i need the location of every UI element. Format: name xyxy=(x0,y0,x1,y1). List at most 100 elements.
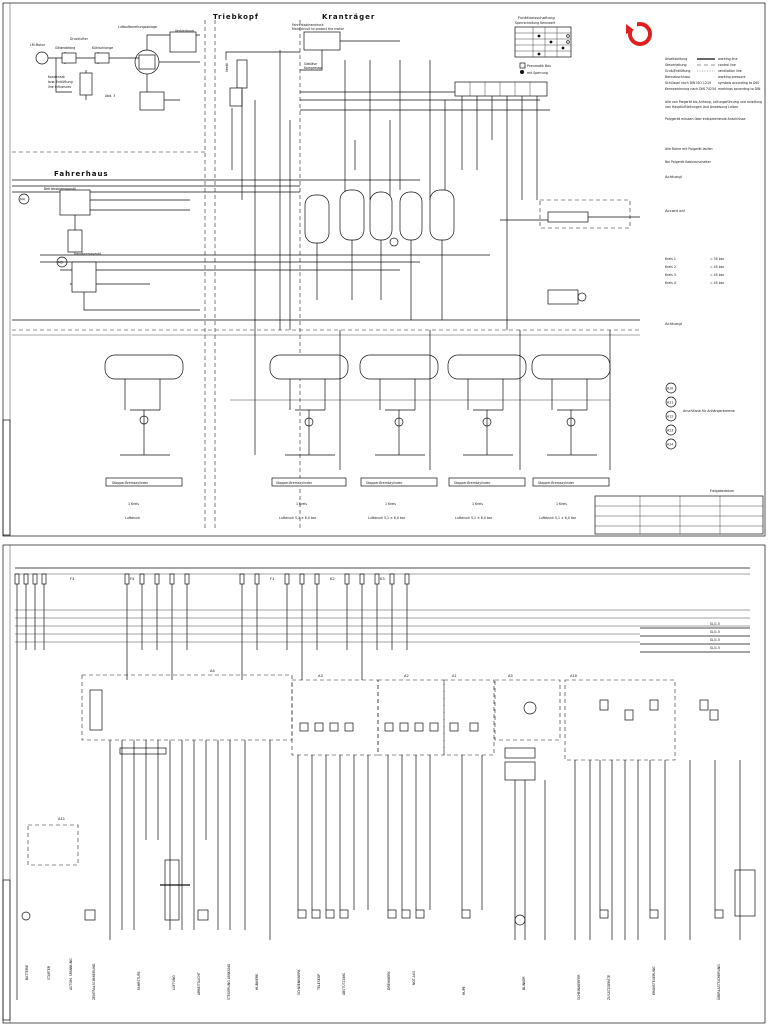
module-a2 xyxy=(377,679,445,756)
svg-text:Alle von Polgerät bis Anhang,: Alle von Polgerät bis Anhang, Leitungsfü… xyxy=(665,100,762,104)
svg-text:Stopper-Bremszylinder: Stopper-Bremszylinder xyxy=(366,481,403,485)
electrical-schematic-drawing: F3 F1 K2 F4 K3 SL/1.5 SL/1.5 SL/1.5 SL/1… xyxy=(2,544,766,1024)
svg-text:Stopper-Bremszylinder: Stopper-Bremszylinder xyxy=(538,481,575,485)
svg-text:LÜFTUNG: LÜFTUNG xyxy=(171,975,176,990)
svg-text:Kühlschlange: Kühlschlange xyxy=(92,46,113,50)
pneumatic-schematic-drawing: Triebkopf Kranträger Fahrerhaus LM-Motor… xyxy=(2,2,766,537)
svg-text:HUBWERK: HUBWERK xyxy=(255,973,259,990)
svg-text:= 35 bar: = 35 bar xyxy=(710,257,725,261)
svg-text:A11: A11 xyxy=(58,817,65,821)
fuse-label-f3: F3 xyxy=(70,577,74,581)
electrical-schematic-sheet: F3 F1 K2 F4 K3 SL/1.5 SL/1.5 SL/1.5 SL/1… xyxy=(0,540,768,1024)
pneumatic-schematic-sheet: Triebkopf Kranträger Fahrerhaus LM-Motor… xyxy=(2,2,766,537)
svg-text:A11: A11 xyxy=(667,401,673,405)
svg-text:Kreis 4: Kreis 4 xyxy=(665,281,676,285)
module-a4 xyxy=(81,674,293,741)
svg-text:SL/1.5: SL/1.5 xyxy=(710,638,720,642)
air-tank-5 xyxy=(429,189,455,241)
valve-bank-top-right xyxy=(454,81,548,330)
title-block: Freigabedatum xyxy=(594,489,764,535)
svg-text:1 Kreis: 1 Kreis xyxy=(128,502,139,506)
svg-text:1 Kreis: 1 Kreis xyxy=(385,502,396,506)
svg-text:working line: working line xyxy=(718,57,737,61)
svg-text:Arbeitsleitung: Arbeitsleitung xyxy=(665,57,687,61)
fuse-label-k2: K2 xyxy=(330,577,335,581)
svg-text:ventilation line: ventilation line xyxy=(718,69,742,73)
rotate-arrow-icon xyxy=(626,22,652,46)
gauge-m1 xyxy=(389,237,399,247)
svg-text:A4: A4 xyxy=(210,669,215,673)
marker-a11 xyxy=(665,396,677,408)
svg-text:Accord on!: Accord on! xyxy=(665,208,685,213)
svg-text:STARTER: STARTER xyxy=(47,965,51,980)
svg-text:A1: A1 xyxy=(452,674,457,678)
svg-text:Alle Rohre mit Polgerät laufen: Alle Rohre mit Polgerät laufen xyxy=(665,147,713,151)
svg-text:Luftdruck: Luftdruck xyxy=(125,516,140,520)
svg-text:M3: M3 xyxy=(58,261,63,265)
marker-a14 xyxy=(665,438,677,450)
svg-text:Ventil: Ventil xyxy=(225,63,229,72)
svg-text:Luftdruck 5,1 × 6,0 bar: Luftdruck 5,1 × 6,0 bar xyxy=(368,516,406,520)
svg-text:HUPE: HUPE xyxy=(462,986,466,995)
svg-text:Achtung!: Achtung! xyxy=(665,321,682,326)
right-wire-labels: SL/1.5 SL/1.5 SL/1.5 SL/1.5 xyxy=(710,622,720,650)
air-tank-2 xyxy=(339,189,365,241)
svg-text:ÜBERLASTSICHERUNG: ÜBERLASTSICHERUNG xyxy=(716,964,721,1000)
svg-text:ABSTÜTZUNG: ABSTÜTZUNG xyxy=(341,973,346,995)
svg-text:SCHEINWERFER: SCHEINWERFER xyxy=(577,974,581,1000)
svg-text:Abd. 3: Abd. 3 xyxy=(105,94,115,98)
svg-text:ZENTRALSCHMIERUNG: ZENTRALSCHMIERUNG xyxy=(92,963,96,1000)
brake-assembly-1: Stopper-Bremszylinder 1 Kreis Luftdruck xyxy=(104,354,184,520)
trailer-control-valve xyxy=(547,211,589,223)
legend-row: Nennabschlussl. working pressure xyxy=(665,75,745,79)
gauge-m2 xyxy=(577,292,587,302)
notes-block: Alle von Polgerät bis Anhang, Leitungsfü… xyxy=(665,100,762,413)
svg-text:Pneumatik Bau: Pneumatik Bau xyxy=(527,64,551,68)
gauge-m3 xyxy=(56,256,68,268)
fuse-label-f1: F1 xyxy=(270,577,274,581)
air-tank-1 xyxy=(304,194,330,244)
svg-text:mit Sperrung: mit Sperrung xyxy=(527,71,548,75)
section-title-krantraeger: Kranträger xyxy=(322,13,375,21)
air-tank-3 xyxy=(369,191,393,241)
fuse-row: F3 F1 K2 F4 K3 xyxy=(14,567,750,585)
bottom-components xyxy=(21,859,756,926)
svg-text:ZUSATZGERÄTE: ZUSATZGERÄTE xyxy=(606,975,611,1000)
kr-main-valve xyxy=(303,31,341,51)
function-table-title: Funktionsschaltung xyxy=(518,15,555,20)
svg-text:A14: A14 xyxy=(667,443,673,447)
svg-text:Polygerät müssen über entsprec: Polygerät müssen über entsprechende Ansc… xyxy=(665,117,746,121)
svg-text:Betriebsbremsventil: Betriebsbremsventil xyxy=(44,187,76,191)
svg-text:LM-Motor: LM-Motor xyxy=(30,43,46,47)
svg-text:DREHWERK: DREHWERK xyxy=(387,971,391,990)
svg-text:= 45 bar: = 45 bar xyxy=(710,265,725,269)
kr-circuit-note-de: Fahrerkabinendruck xyxy=(292,23,324,27)
svg-text:Luftaufbereitungsanlage: Luftaufbereitungsanlage xyxy=(118,25,157,29)
svg-text:M4: M4 xyxy=(20,198,25,202)
trailer-control-zone xyxy=(539,199,631,229)
svg-text:control line: control line xyxy=(718,63,736,67)
module-a11 xyxy=(27,824,79,866)
svg-text:A12: A12 xyxy=(667,415,673,419)
left-stamp xyxy=(2,419,11,536)
svg-text:AUTOM. SPANNUNG: AUTOM. SPANNUNG xyxy=(69,958,73,990)
air-tanks-group xyxy=(304,189,455,320)
triebkopf-valve-top xyxy=(236,59,248,89)
svg-text:Bei Polgerät Kabinenschalter: Bei Polgerät Kabinenschalter xyxy=(665,160,712,164)
regulator-valve xyxy=(139,91,165,111)
side-note: Anschlüsse für Anhängerbremse xyxy=(683,409,735,413)
fahrerhaus-components: M4 M3 Betriebsbremsventil Handbremsventi… xyxy=(18,187,200,311)
module-a1 xyxy=(443,679,495,756)
svg-text:ARBEITSLICHT: ARBEITSLICHT xyxy=(197,972,201,995)
svg-text:Schlüssel nach DIN ISO 1219: Schlüssel nach DIN ISO 1219 xyxy=(665,81,711,85)
svg-text:Stopper-Bremszylinder: Stopper-Bremszylinder xyxy=(454,481,491,485)
legend-row: Gruß/Entlüftung ventilation line xyxy=(665,69,742,73)
svg-text:Stopper-Bremszylinder: Stopper-Bremszylinder xyxy=(276,481,313,485)
legend-block: Arbeitsleitung working line Steuerleitun… xyxy=(665,57,761,91)
pressure-values: Kreis 1 = 35 bar Kreis 2 = 45 bar Kreis … xyxy=(665,257,725,285)
svg-text:Kreis 1: Kreis 1 xyxy=(665,257,676,261)
legend-row: Arbeitsleitung working line xyxy=(665,57,737,61)
svg-text:bzw. Entlüftung: bzw. Entlüftung xyxy=(48,80,73,84)
svg-text:working pressure: working pressure xyxy=(718,75,745,79)
svg-text:A10: A10 xyxy=(667,387,673,391)
